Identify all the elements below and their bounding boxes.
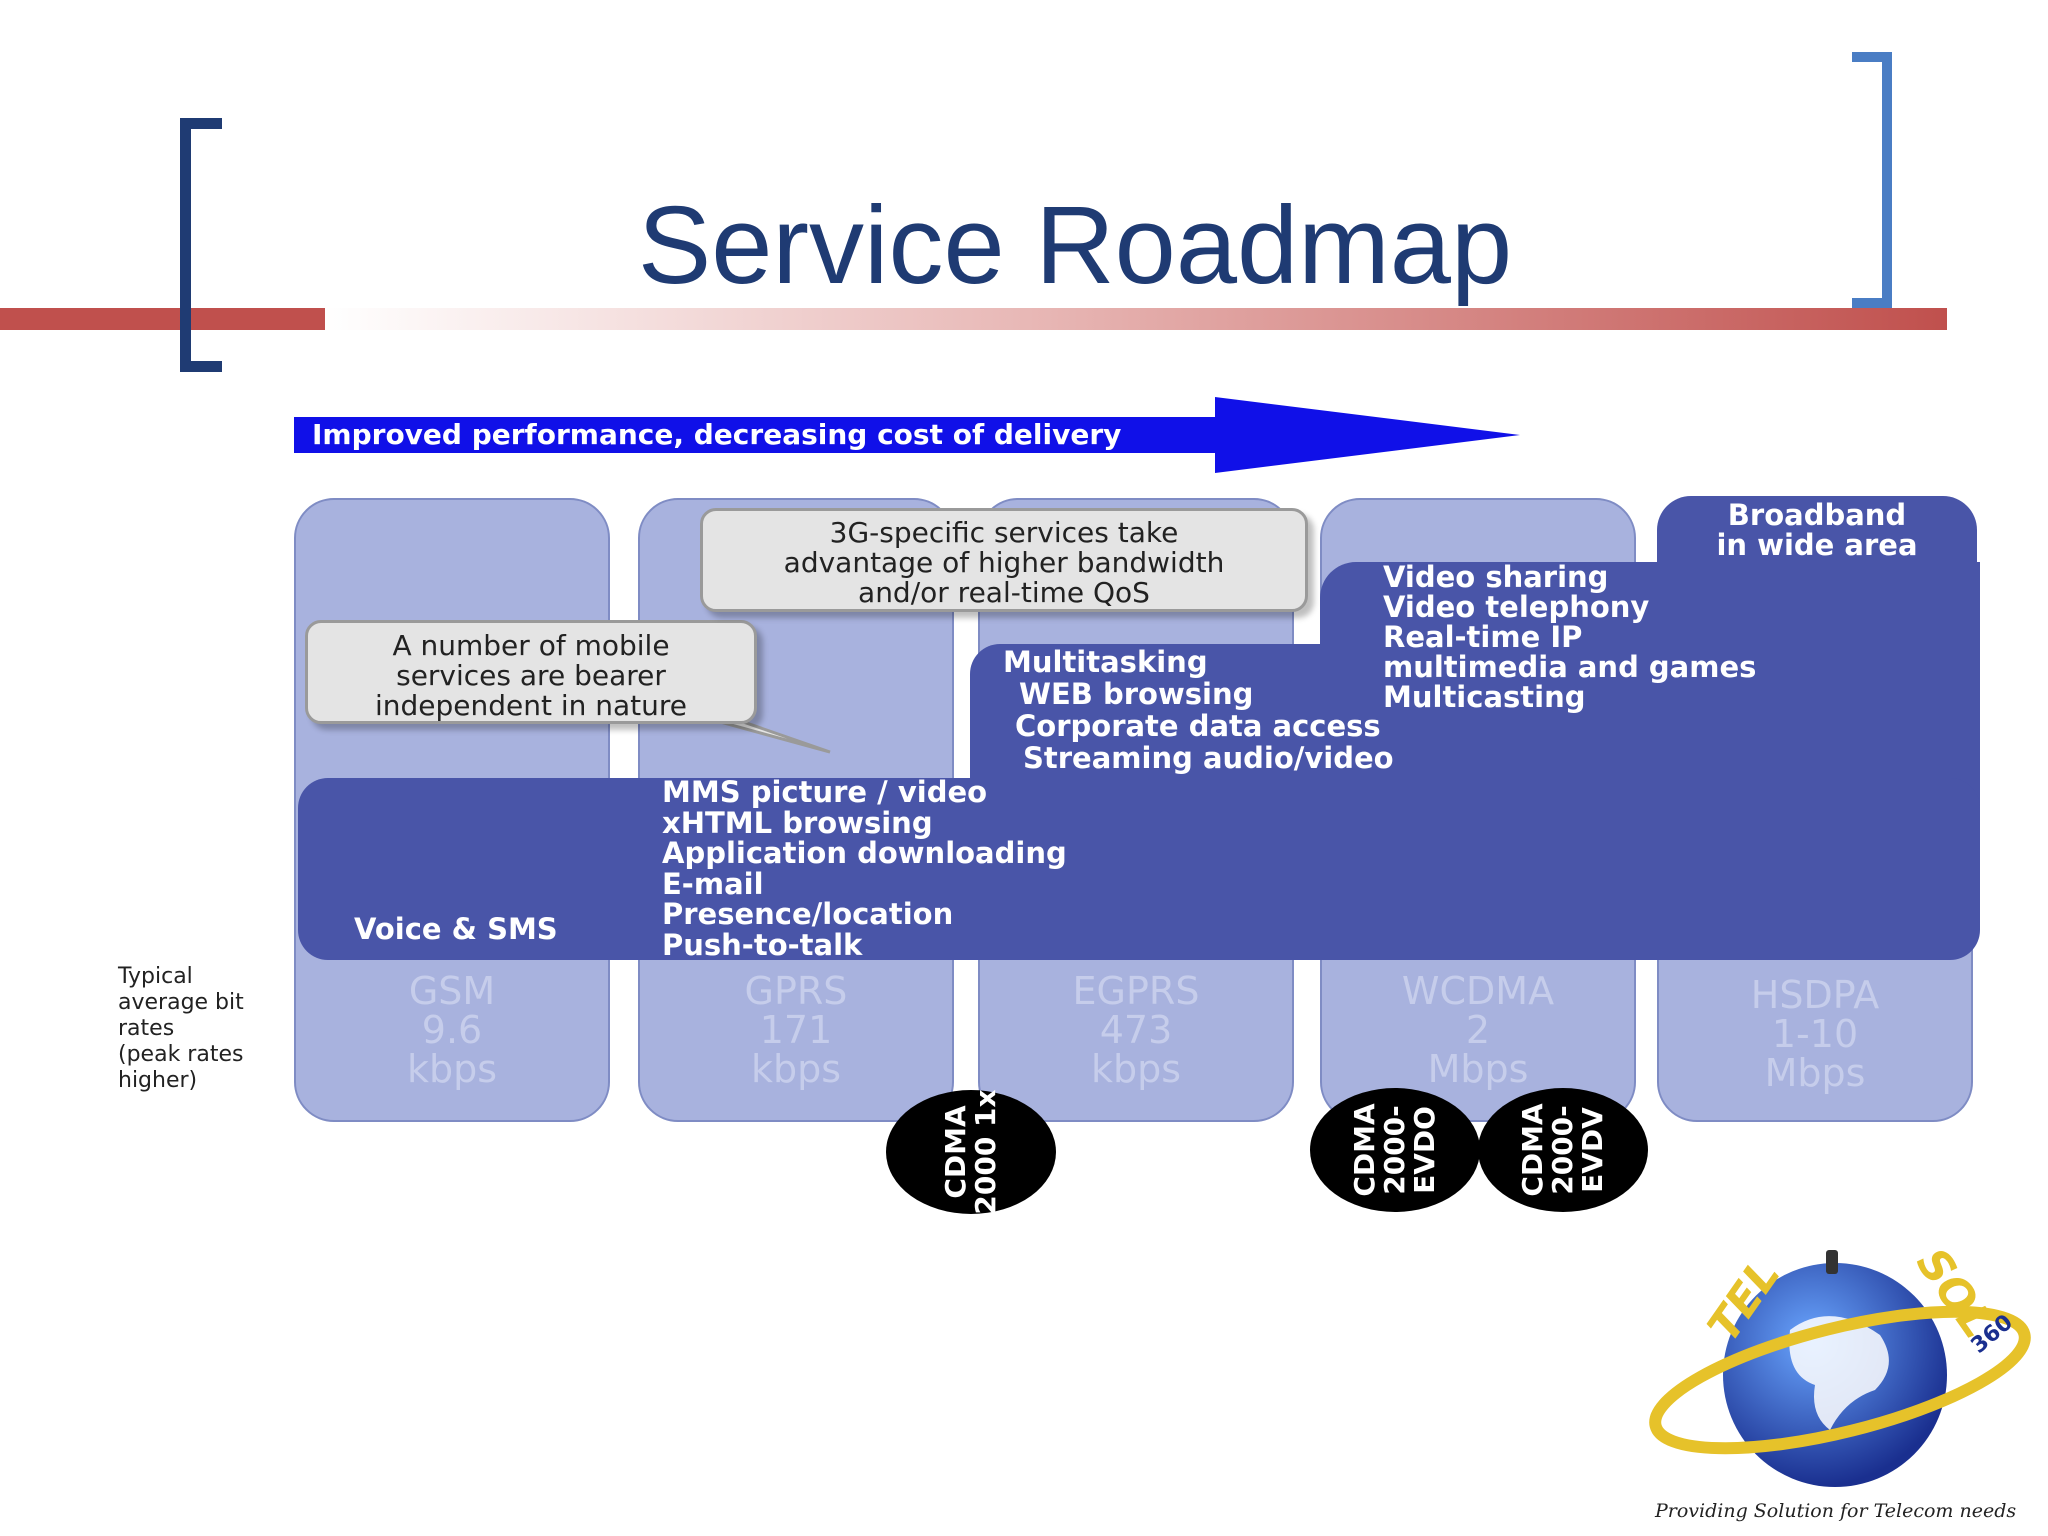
service-item: Corporate data access (1015, 709, 1381, 743)
rate-gprs: GPRS 171 kbps (638, 972, 954, 1089)
cdma-2000-1x-disc: CDMA 2000 1x (886, 1089, 1056, 1215)
service-item: multimedia and games (1383, 650, 1757, 684)
orbit-ring-icon (1649, 1305, 2031, 1455)
base-band (298, 778, 1980, 960)
broadband-label: Broadband in wide area (1657, 500, 1977, 560)
logo-tagline: Providing Solution for Telecom needs (1655, 1500, 2017, 1522)
caption-line: Typical (118, 964, 193, 989)
broadband-box (1657, 496, 1977, 656)
disc-line: 2000- (1546, 1105, 1579, 1195)
phone-icon (1826, 1250, 1838, 1274)
rate-egprs: EGPRS 473 kbps (978, 972, 1294, 1089)
service-item: Application downloading (662, 836, 1067, 870)
disc-line: 2000 1x (969, 1089, 1002, 1215)
tech-name: GSM (408, 969, 496, 1013)
cdma-2000-evdo-disc: CDMA 2000- EVDO (1310, 1088, 1480, 1212)
rate-wcdma: WCDMA 2 Mbps (1320, 972, 1636, 1089)
slide-title: Service Roadmap (637, 184, 1513, 307)
callout-bearer: A number of mobile services are bearer i… (305, 620, 757, 724)
title-rule-right (325, 308, 1947, 330)
base-services: MMS picture / video xHTML browsing Appli… (662, 777, 1067, 960)
tech-rate: 171 (759, 1008, 833, 1052)
service-item: Streaming audio/video (1023, 741, 1394, 775)
rate-gsm: GSM 9.6 kbps (294, 972, 610, 1089)
tech-unit: Mbps (1764, 1051, 1866, 1095)
service-item: Push-to-talk (662, 927, 863, 962)
caption-line: (peak rates (118, 1042, 244, 1067)
service-item: MMS picture / video (662, 775, 988, 809)
title-rule-left (0, 308, 325, 330)
voice-sms-label: Voice & SMS (354, 912, 558, 946)
right-bracket (1852, 52, 1892, 308)
broadband-line: in wide area (1716, 528, 1918, 562)
rate-hsdpa: HSDPA 1-10 Mbps (1657, 976, 1973, 1093)
tech-name: HSDPA (1750, 973, 1880, 1017)
callout-line: 3G-specific services take (829, 516, 1179, 549)
rate-caption: Typical average bit rates (peak rates hi… (118, 964, 244, 1094)
arrow-label: Improved performance, decreasing cost of… (312, 418, 1122, 451)
service-item: Multitasking (1003, 645, 1208, 679)
disc-line: CDMA (939, 1105, 972, 1199)
disc-line: CDMA (1516, 1103, 1549, 1197)
service-item: Video sharing (1383, 560, 1609, 594)
arrow-shape (294, 397, 1520, 473)
service-item: Presence/location (662, 897, 954, 931)
performance-arrow (294, 397, 1520, 473)
caption-line: average bit (118, 990, 244, 1015)
top-services: Video sharing Video telephony Real-time … (1383, 562, 1756, 712)
tech-rate: 2 (1465, 1008, 1491, 1052)
tech-unit: kbps (750, 1047, 842, 1091)
disc-line: EVDO (1408, 1106, 1441, 1194)
disc-line: CDMA (1348, 1103, 1381, 1197)
callout-line: independent in nature (374, 689, 688, 722)
disc-line: EVDV (1576, 1107, 1609, 1193)
telsol-logo: TEL SOL 360 (1649, 1240, 2031, 1487)
callout-line: A number of mobile (392, 629, 670, 662)
tech-name: WCDMA (1401, 969, 1555, 1013)
callout-line: advantage of higher bandwidth (783, 546, 1225, 579)
service-item: WEB browsing (1019, 677, 1254, 711)
caption-line: rates (118, 1016, 175, 1041)
tech-unit: Mbps (1427, 1047, 1529, 1091)
tech-unit: kbps (1090, 1047, 1182, 1091)
mid-services: Multitasking WEB browsing Corporate data… (1003, 646, 1394, 774)
service-item: Video telephony (1383, 590, 1650, 624)
continent-shape (1789, 1316, 1889, 1430)
broadband-line: Broadband (1727, 498, 1907, 532)
cdma-2000-evdv-disc: CDMA 2000- EVDV (1478, 1088, 1648, 1212)
tech-name: GPRS (744, 969, 848, 1013)
disc-line: 2000- (1378, 1105, 1411, 1195)
callout-line: and/or real-time QoS (858, 576, 1150, 609)
service-item: Real-time IP (1383, 620, 1583, 654)
tech-name: EGPRS (1072, 969, 1200, 1013)
service-item: E-mail (662, 866, 764, 901)
tech-rate: 9.6 (421, 1008, 483, 1052)
left-bracket (180, 118, 222, 372)
service-item: xHTML browsing (662, 805, 933, 840)
service-item: Multicasting (1383, 680, 1586, 714)
callout-line: services are bearer (396, 659, 666, 692)
tech-unit: kbps (406, 1047, 498, 1091)
caption-line: higher) (118, 1068, 198, 1093)
tech-rate: 1-10 (1771, 1012, 1859, 1056)
tech-rate: 473 (1099, 1008, 1173, 1052)
callout-3g: 3G-specific services take advantage of h… (700, 508, 1308, 612)
